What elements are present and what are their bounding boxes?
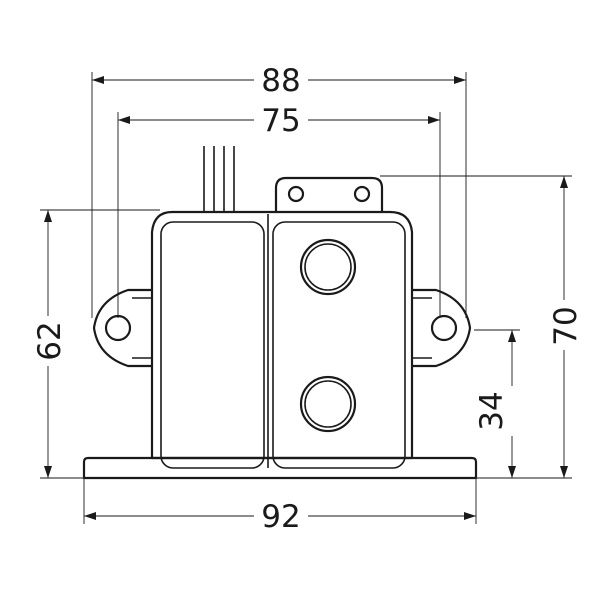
dimension-labels: 88 75 92 62 70 34	[32, 60, 584, 535]
dim-label-70: 70	[548, 306, 584, 345]
top-tab-hole-right	[353, 185, 371, 203]
dim-label-88: 88	[261, 63, 300, 99]
part-outline	[82, 146, 478, 480]
top-tab-hole-left	[287, 185, 305, 203]
dim-label-75: 75	[261, 103, 300, 139]
right-ear-hole	[430, 314, 458, 342]
dimension-lines	[40, 72, 572, 524]
dim-label-92: 92	[261, 499, 300, 535]
upper-port	[299, 238, 357, 296]
lower-port-inner	[304, 380, 352, 428]
left-compartment	[160, 221, 265, 469]
left-ear-hole	[104, 314, 132, 342]
upper-port-inner	[304, 243, 352, 291]
right-mounting-ear	[412, 288, 472, 368]
base-plate	[82, 456, 478, 480]
left-ear-chamfer	[132, 297, 152, 359]
right-ear-chamfer	[412, 297, 432, 359]
right-compartment	[272, 221, 406, 469]
dim-label-34: 34	[474, 391, 510, 430]
left-mounting-ear	[92, 288, 152, 368]
main-housing	[150, 210, 414, 460]
dim-label-62: 62	[32, 321, 68, 360]
lower-port	[299, 375, 357, 433]
top-mounting-tab	[274, 176, 384, 212]
cable-wires	[203, 146, 235, 212]
